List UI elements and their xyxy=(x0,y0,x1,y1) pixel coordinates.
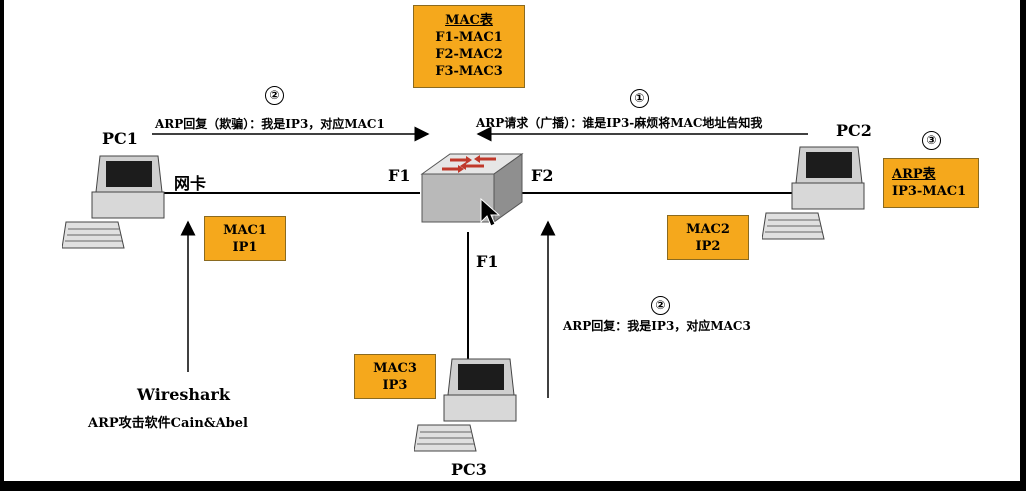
pc2-info-box: MAC2 IP2 xyxy=(667,215,749,260)
pc3-ip: IP3 xyxy=(382,378,408,393)
switch-port-bottom: F1 xyxy=(476,252,499,271)
step3-marker: ③ xyxy=(922,131,941,150)
mac-table-entry-1: F1-MAC1 xyxy=(435,30,503,45)
mouse-cursor-icon xyxy=(480,198,500,227)
arp-request-label: ARP请求（广播）：谁是IP3-麻烦将MAC地址告知我 xyxy=(476,116,763,130)
step2-bottom-marker: ② xyxy=(651,296,670,315)
pc3-mac: MAC3 xyxy=(373,361,417,376)
arp-table-entry: IP3-MAC1 xyxy=(892,184,967,199)
step2-top-marker: ② xyxy=(265,86,284,105)
pc2-name: PC2 xyxy=(836,121,872,140)
arp-table-title: ARP表 xyxy=(892,167,936,182)
pc1-info-box: MAC1 IP1 xyxy=(204,216,286,261)
left-border xyxy=(0,0,4,491)
mac-table-box: MAC表 F1-MAC1 F2-MAC2 F3-MAC3 xyxy=(413,5,525,88)
mac-table-title: MAC表 xyxy=(445,13,493,28)
pc2-ip: IP2 xyxy=(695,239,721,254)
arp-reply-label: ARP回复：我是IP3，对应MAC3 xyxy=(563,319,751,333)
attacker-tool-wireshark: Wireshark xyxy=(137,385,230,404)
switch-port-left: F1 xyxy=(388,166,411,185)
arp-spoof-reply-label: ARP回复（欺骗）：我是IP3，对应MAC1 xyxy=(155,117,385,131)
mac-table-entry-3: F3-MAC3 xyxy=(435,64,503,79)
right-border xyxy=(1020,0,1026,491)
nic-label: 网卡 xyxy=(174,174,207,193)
switch-icon xyxy=(420,153,524,223)
attacker-tool-cain: ARP攻击软件Cain&Abel xyxy=(88,416,248,431)
step1-marker: ① xyxy=(630,89,649,108)
pc1-computer-icon xyxy=(62,155,165,249)
pc2-computer-icon xyxy=(762,146,865,240)
bottom-border xyxy=(0,481,1026,491)
switch-port-right: F2 xyxy=(531,166,554,185)
pc1-mac: MAC1 xyxy=(223,223,267,238)
arp-table-box: ARP表 IP3-MAC1 xyxy=(883,158,979,208)
pc3-name: PC3 xyxy=(451,460,487,479)
pc1-ip: IP1 xyxy=(232,240,258,255)
mac-table-entry-2: F2-MAC2 xyxy=(435,47,503,62)
pc2-mac: MAC2 xyxy=(686,222,730,237)
pc1-name: PC1 xyxy=(102,129,138,148)
pc3-info-box: MAC3 IP3 xyxy=(354,354,436,399)
pc3-computer-icon xyxy=(414,358,517,452)
